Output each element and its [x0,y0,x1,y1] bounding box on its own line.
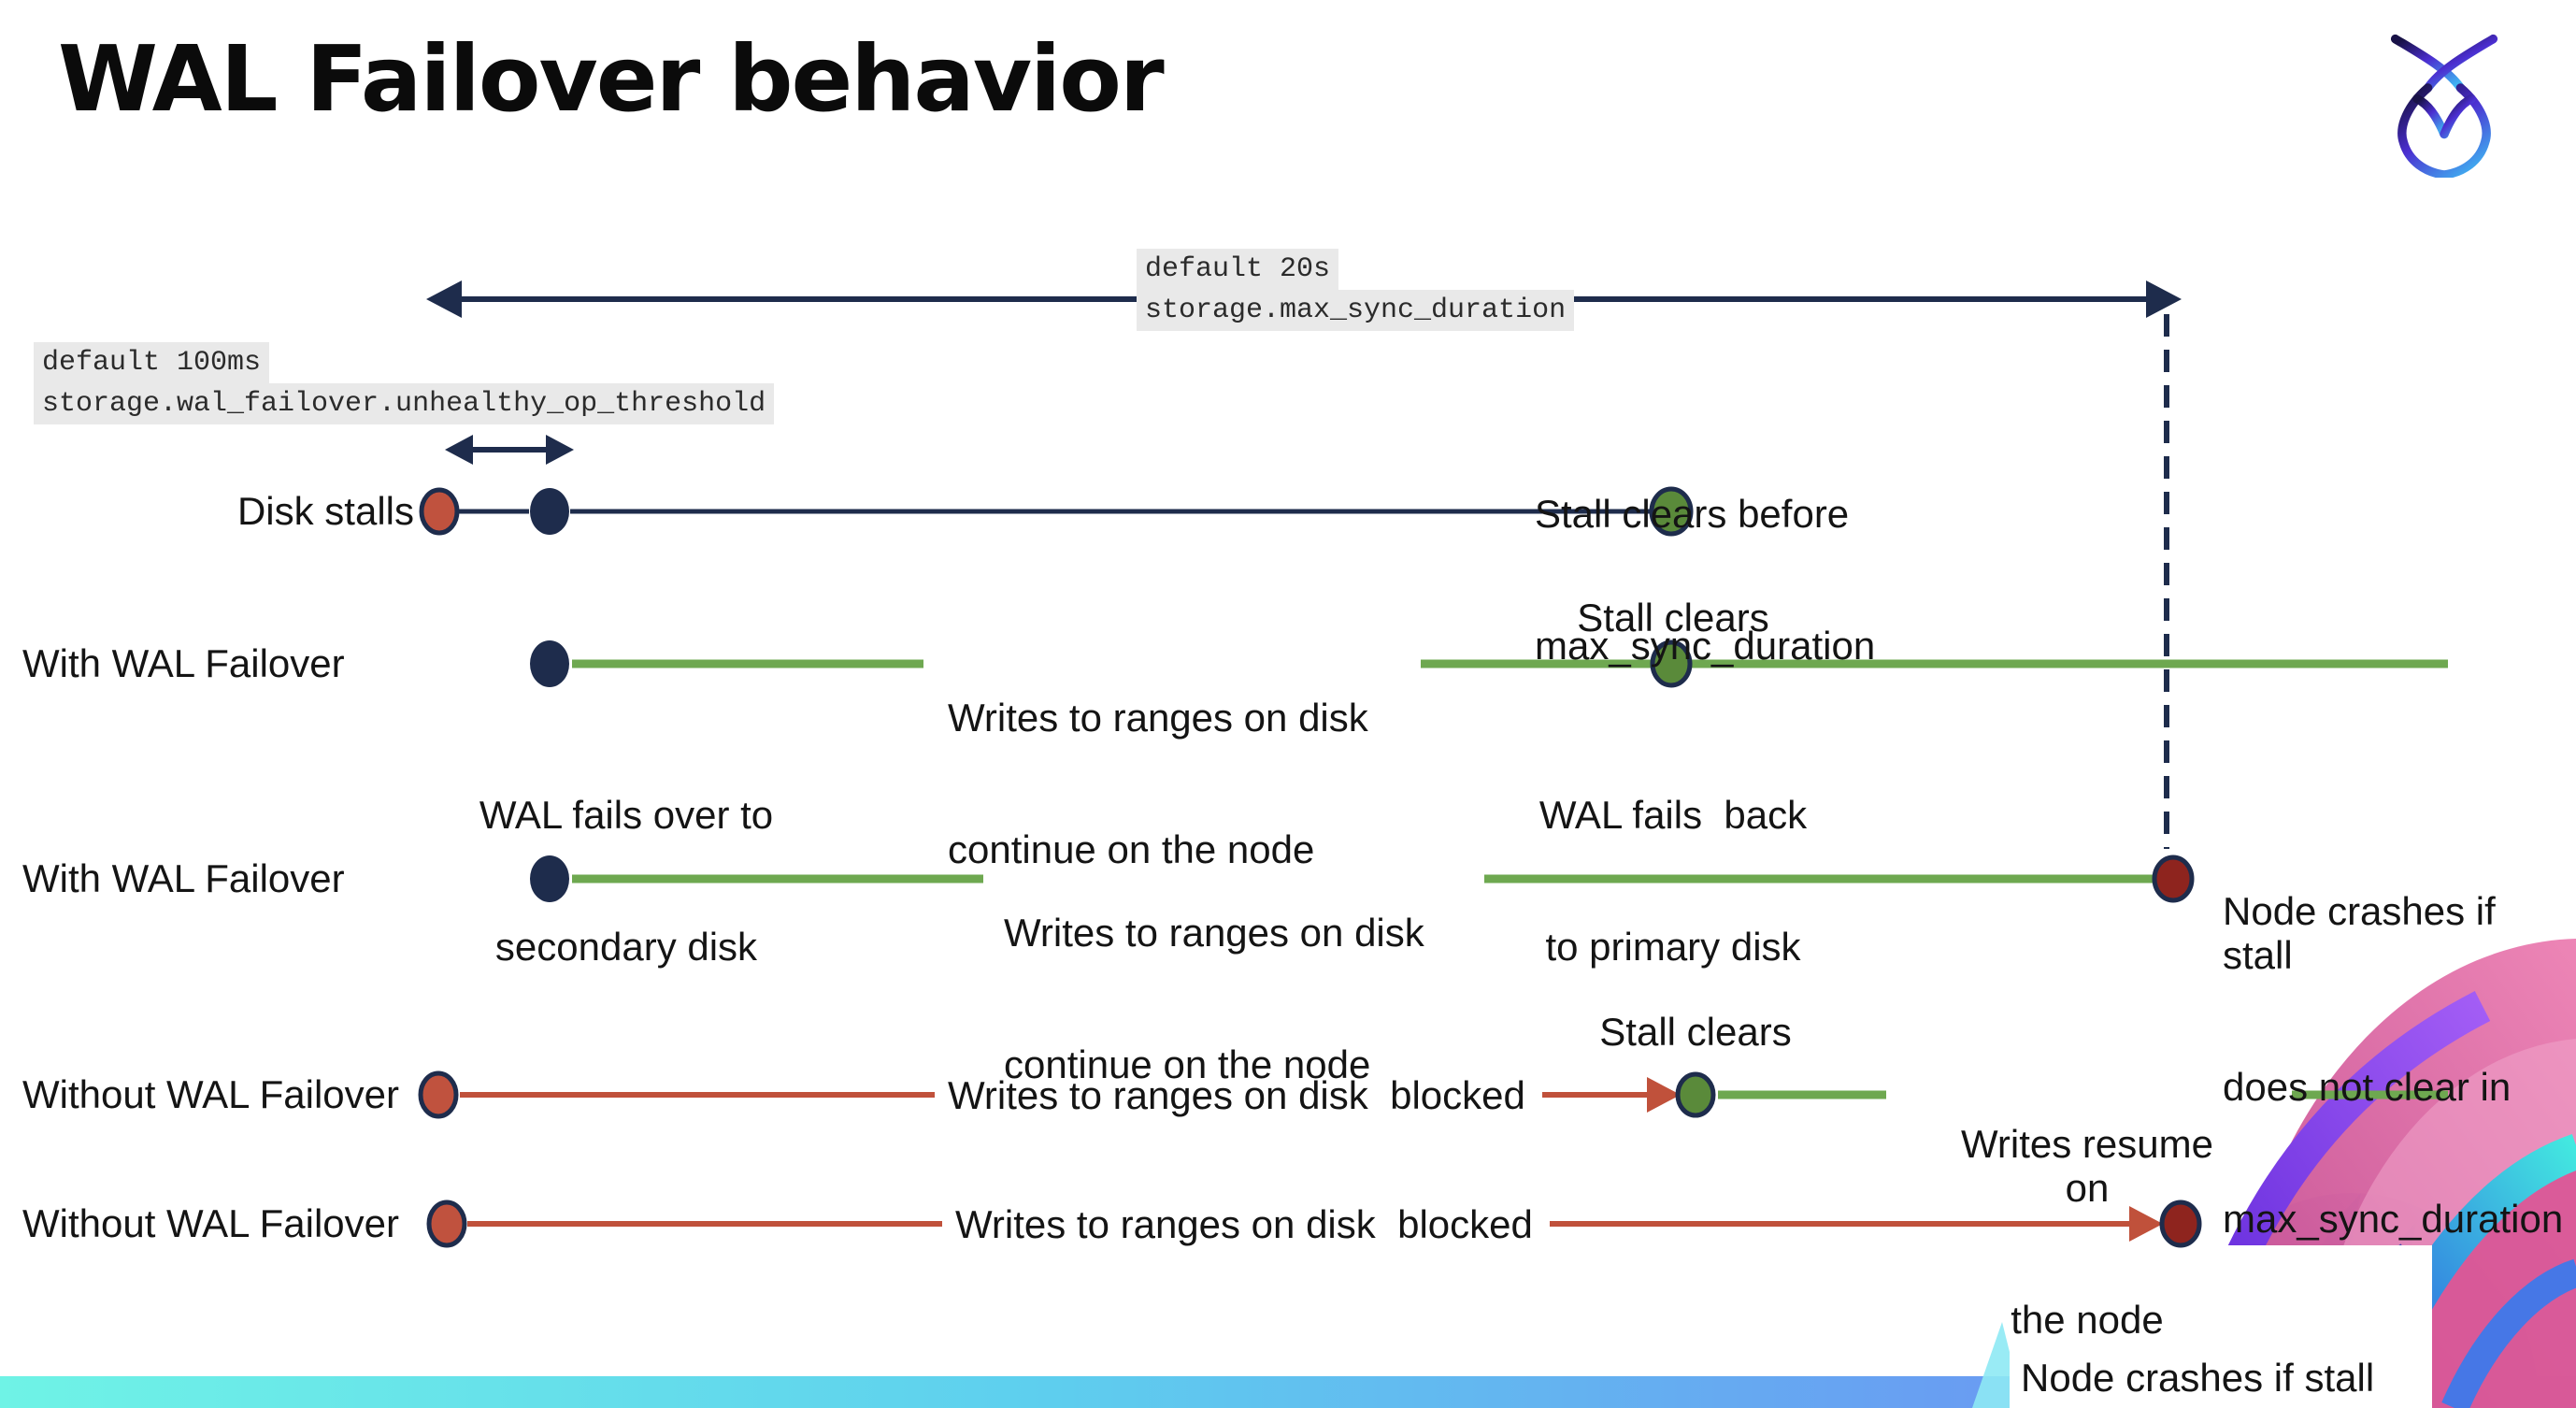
row-label-disk-stalls: Disk stalls [236,489,414,533]
annotation-line: Node crashes if stall [2223,889,2507,977]
timeline-disk-stalls [419,486,1694,537]
timeline-with-failover-1 [530,639,2448,688]
annotation-node-crashes-2: Node crashes if stall does not clear in … [2021,1268,2374,1408]
annotation-line: does not clear in [2223,1065,2512,1109]
annotation-wal-fails-over: WAL fails over to secondary disk [465,705,788,1056]
red-arrowhead [2129,1206,2163,1242]
config-setting-name: storage.max_sync_duration [1137,290,1575,331]
config-default-value: default 100ms [34,342,270,383]
annotation-line: the node [2011,1298,2164,1342]
node-crashes-callout-box [2010,1245,2432,1408]
unhealthy-op-threshold-span-arrow [445,435,574,465]
annotation-stall-clears-before: Stall clears before max_sync_duration [1535,404,1875,755]
page-title: WAL Failover behavior [58,26,1165,132]
annotation-line: Writes to ranges on disk [1004,911,1424,955]
annotation-line: Writes to ranges on disk [948,696,1368,740]
red-arrowhead [1647,1077,1681,1113]
annotation-node-crashes-1: Node crashes if stall does not clear in … [2223,801,2576,1329]
node-crash-dot [2159,1200,2202,1248]
stall-clears-dot [1649,486,1694,537]
timeline-with-failover-2 [530,855,2195,903]
annotation-writes-continue-2: Writes to ranges on disk continue on the… [1004,823,1424,1174]
row-label-with-wal-failover-2: With WAL Failover [22,856,345,900]
annotation-line: WAL fails back [1538,793,1808,837]
annotation-stall-clears-2: Stall clears [1599,1010,1792,1054]
annotation-writes-blocked-1: Writes to ranges on disk blocked [948,1073,1525,1117]
timeline-without-failover-2 [426,1200,2202,1248]
cockroachdb-logo-icon [2390,34,2498,178]
annotation-line: max_sync_duration [2223,1197,2564,1241]
failover-dot [530,640,569,687]
annotation-writes-blocked-2: Writes to ranges on disk blocked [955,1202,1533,1246]
annotation-writes-continue-1: Writes to ranges on disk continue on the… [948,608,1368,959]
failover-threshold-dot [530,488,569,535]
failover-dot [530,855,569,902]
annotation-line: max_sync_duration [1535,624,1876,668]
annotation-line: WAL fails over to [479,793,774,837]
unhealthy-op-threshold-config-label: default 100ms storage.wal_failover.unhea… [34,342,775,424]
config-default-value: default 20s [1137,249,1339,290]
stall-clears-dot [1650,639,1693,688]
annotation-line: secondary disk [494,925,758,969]
row-label-with-wal-failover-1: With WAL Failover [22,641,345,685]
annotation-writes-resume: Writes resume on the node [1939,1034,2235,1408]
annotation-wal-fails-back: WAL fails back to primary disk [1533,705,1813,1056]
config-setting-name: storage.wal_failover.unhealthy_op_thresh… [34,383,775,424]
disk-stall-start-dot [419,487,460,536]
row-label-without-wal-failover-1: Without WAL Failover [22,1072,399,1116]
annotation-stall-clears-1: Stall clears [1577,596,1769,639]
annotation-line: Node crashes if stall [2021,1356,2375,1400]
disk-stall-start-dot [418,1070,459,1119]
row-label-without-wal-failover-2: Without WAL Failover [22,1201,399,1245]
annotation-line: continue on the node [1004,1042,1371,1086]
annotation-line: Writes resume on [1961,1122,2225,1210]
timeline-without-failover-1 [418,1070,2448,1119]
disk-stall-start-dot [426,1200,467,1248]
max-sync-duration-config-label: default 20s storage.max_sync_duration [1137,249,1575,331]
annotation-line: continue on the node [948,827,1315,871]
node-crash-dot [2152,855,2195,903]
annotation-line: to primary disk [1545,925,1801,969]
annotation-line: Stall clears before [1535,492,1850,536]
stall-clears-dot [1675,1071,1716,1118]
